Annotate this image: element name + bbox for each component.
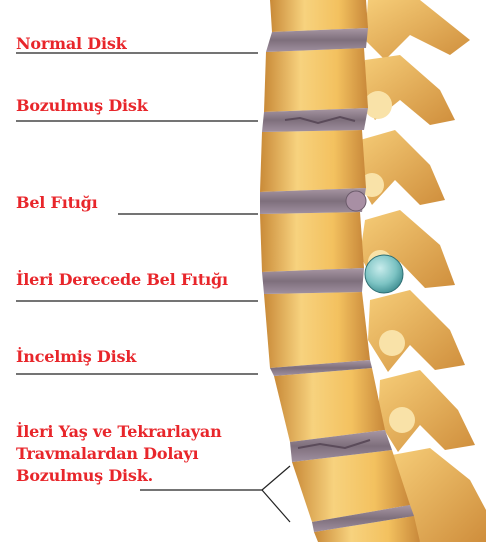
advanced-herniation-bulge bbox=[365, 255, 403, 293]
herniation-bulge bbox=[346, 191, 366, 211]
label-normal-disk: Normal Disk bbox=[16, 34, 127, 53]
label-age-trauma-line2: Travmalardan Dolayı bbox=[16, 444, 198, 463]
label-degenerated-disk: Bozulmuş Disk bbox=[16, 96, 148, 115]
label-thinned-disk: İncelmiş Disk bbox=[16, 347, 136, 366]
label-age-trauma-line3: Bozulmuş Disk. bbox=[16, 466, 153, 485]
label-advanced-herniation: İleri Derecede Bel Fıtığı bbox=[16, 270, 228, 289]
label-herniation: Bel Fıtığı bbox=[16, 193, 98, 212]
label-age-trauma-line1: İleri Yaş ve Tekrarlayan bbox=[16, 422, 222, 441]
